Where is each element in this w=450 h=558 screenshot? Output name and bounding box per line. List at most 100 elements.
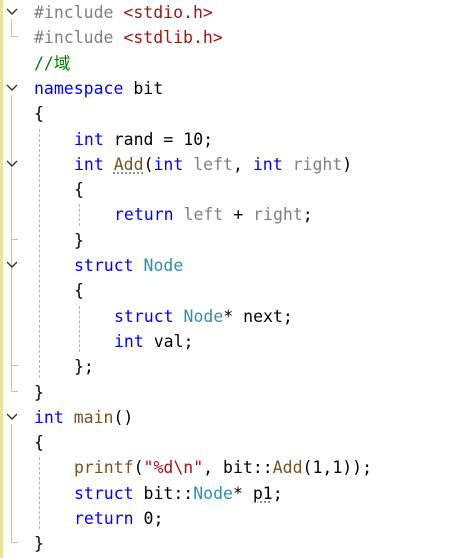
code-token-keyword: int <box>114 331 144 351</box>
code-token-plain: + <box>223 205 254 225</box>
code-token-plain <box>183 155 193 174</box>
code-token-keyword: namespace <box>34 78 124 98</box>
code-token-plain <box>174 205 184 224</box>
chevron-down-icon[interactable] <box>5 158 19 170</box>
code-line[interactable]: struct bit::Node* p1; <box>0 481 450 506</box>
code-token-plain: } <box>34 534 44 554</box>
code-text: { <box>34 432 44 453</box>
code-token-keyword: int <box>74 154 104 174</box>
code-line[interactable]: int val; <box>0 329 450 354</box>
code-line[interactable]: //域 <box>0 51 450 76</box>
code-token-plain: ; <box>302 205 313 225</box>
code-text: int Add(int left, int right) <box>74 154 352 175</box>
code-line[interactable]: int main() <box>0 405 450 430</box>
code-line[interactable]: #include <stdio.h> <box>0 0 450 25</box>
code-token-string: "%d\n" <box>143 458 204 478</box>
code-token-type: Node <box>143 256 184 275</box>
code-text: //域 <box>34 53 70 74</box>
code-token-plain: (1,1)); <box>302 458 373 478</box>
code-token-preproc: #include <box>34 28 124 48</box>
code-token-keyword: return <box>74 509 134 528</box>
indent-guide <box>39 457 40 530</box>
code-token-param: right <box>292 154 343 174</box>
code-line[interactable]: { <box>0 101 450 126</box>
code-token-plain: }; <box>74 357 94 377</box>
fold-region-end <box>11 365 18 367</box>
code-text: { <box>34 103 44 124</box>
code-token-plain: bit <box>123 78 164 98</box>
code-token-plain: 0; <box>133 509 164 528</box>
code-text: { <box>74 179 84 200</box>
code-token-plain: { <box>34 433 44 453</box>
change-tracking-bar <box>0 0 3 558</box>
code-token-plain <box>104 155 114 174</box>
code-token-type: Node <box>193 483 233 503</box>
chevron-down-icon[interactable] <box>5 82 19 94</box>
code-line[interactable]: struct Node* next; <box>0 304 450 329</box>
code-text: #include <stdio.h> <box>34 2 213 23</box>
code-token-include-path: <stdio.h> <box>123 3 213 22</box>
code-line[interactable]: } <box>0 380 450 405</box>
code-line[interactable]: int Add(int left, int right) <box>0 152 450 177</box>
code-token-plain: () <box>113 407 134 427</box>
code-line[interactable]: { <box>0 430 450 455</box>
code-text: } <box>34 533 44 554</box>
fold-region-end <box>11 390 18 392</box>
code-line[interactable]: }; <box>0 354 450 379</box>
code-line[interactable]: int rand = 10; <box>0 127 450 152</box>
code-token-function: printf <box>74 458 134 478</box>
code-text: int rand = 10; <box>74 129 213 150</box>
code-token-function: Add <box>272 458 303 478</box>
code-token-plain <box>64 408 74 427</box>
code-token-plain: ; <box>272 483 283 503</box>
code-token-include-path: <stdlib.h> <box>123 28 223 48</box>
indent-guide <box>79 305 80 353</box>
chevron-down-icon[interactable] <box>5 259 19 271</box>
code-token-keyword: int <box>153 154 184 174</box>
code-token-function: Add <box>113 154 144 174</box>
code-token-keyword: int <box>252 154 283 174</box>
fold-region-line <box>11 94 12 391</box>
code-line[interactable]: namespace bit <box>0 76 450 101</box>
code-token-plain: ( <box>133 458 144 478</box>
code-text: } <box>74 230 84 251</box>
chevron-down-icon[interactable] <box>5 411 19 423</box>
code-token-keyword: struct <box>74 256 134 275</box>
code-token-keyword: struct <box>114 306 174 326</box>
fold-region-end <box>11 238 18 240</box>
code-text: return left + right; <box>114 204 313 225</box>
code-token-keyword: int <box>34 407 64 427</box>
code-token-param: right <box>253 205 303 225</box>
indent-guide <box>79 204 80 226</box>
fold-region-line <box>11 272 12 366</box>
code-line[interactable]: #include <stdlib.h> <box>0 25 450 50</box>
code-token-plain: { <box>74 281 84 301</box>
code-token-keyword: struct <box>74 483 134 503</box>
code-token-plain: bit:: <box>133 483 194 503</box>
code-text: struct Node <box>74 255 183 276</box>
code-text: namespace bit <box>34 78 163 99</box>
code-token-plain: { <box>74 180 84 200</box>
code-token-plain: , <box>233 154 253 174</box>
code-line[interactable]: return 0; <box>0 506 450 531</box>
fold-region-end <box>11 542 18 544</box>
code-token-plain: * <box>232 483 253 503</box>
code-line[interactable]: } <box>0 531 450 556</box>
code-token-type: Node <box>183 306 224 326</box>
code-line[interactable]: struct Node <box>0 253 450 278</box>
code-text: }; <box>74 356 94 377</box>
code-line[interactable]: } <box>0 228 450 253</box>
code-token-plain <box>134 256 144 275</box>
chevron-down-icon[interactable] <box>5 6 19 18</box>
code-line[interactable]: { <box>0 177 450 202</box>
code-token-plain: , bit:: <box>203 458 273 478</box>
code-line[interactable]: { <box>0 278 450 303</box>
fold-region-line <box>11 19 12 37</box>
code-line[interactable]: printf("%d\n", bit::Add(1,1)); <box>0 455 450 480</box>
code-line[interactable]: return left + right; <box>0 202 450 227</box>
code-token-plain: p1 <box>252 483 273 503</box>
code-token-function: main <box>73 407 114 427</box>
code-text: { <box>74 280 84 301</box>
code-text: } <box>34 382 44 403</box>
